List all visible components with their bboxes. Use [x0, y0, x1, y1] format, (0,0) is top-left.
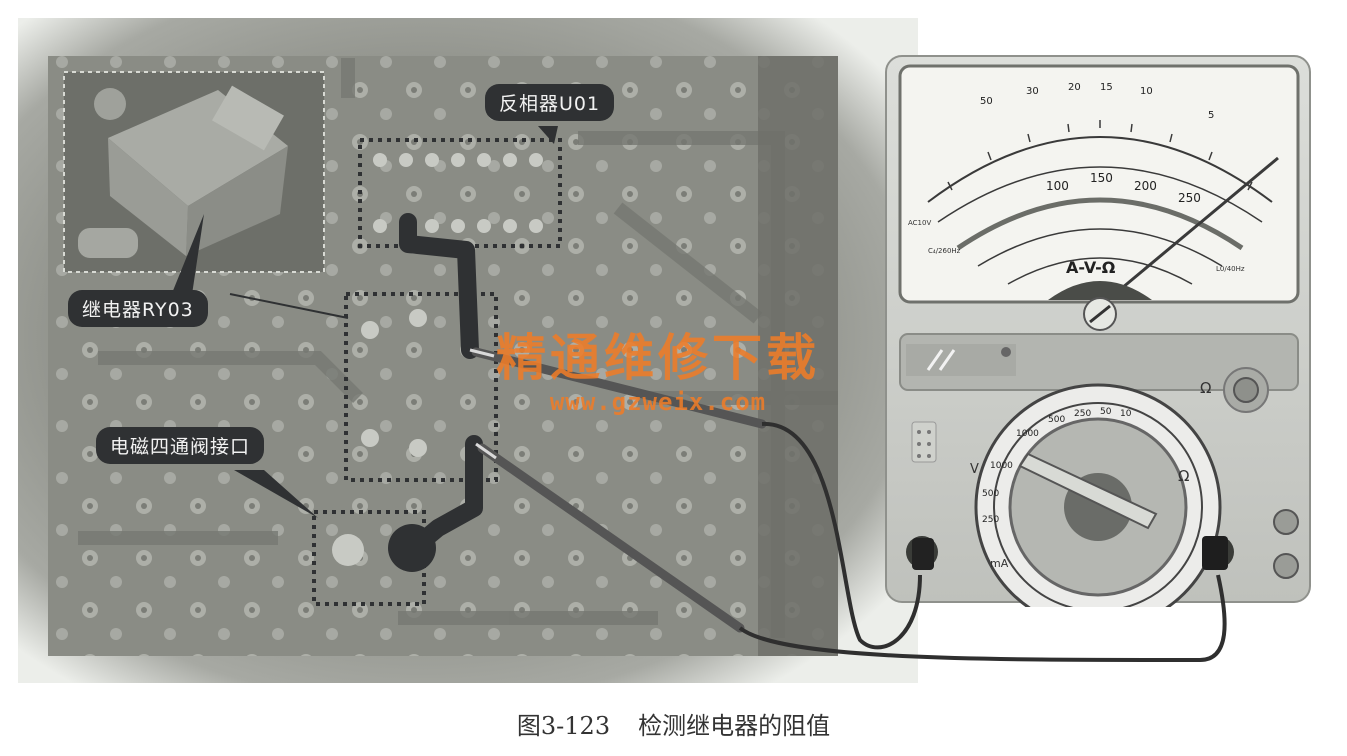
meter-model-label: L0/40Hz: [1216, 265, 1245, 273]
dial-range-numbers: 1000 500 250 50 10 250 500 1000: [982, 407, 1132, 525]
dial-label: 250: [1074, 409, 1091, 419]
ac-range-label: AC10V: [908, 219, 932, 227]
meter-indicator-dot: [1001, 347, 1011, 357]
figure-caption: 图3-123 检测继电器的阻值: [0, 706, 1347, 741]
aux-jack-1[interactable]: [1273, 509, 1299, 535]
lead-lower: [738, 574, 1227, 663]
top-scale-numbers: 50 30 20 15 10 5: [980, 82, 1214, 121]
volt-range-mark: V: [970, 462, 979, 477]
range-selector-pointer: [1018, 452, 1158, 530]
dial-label: 1000: [1016, 429, 1039, 439]
inverter-label: 反相器U01: [485, 84, 615, 121]
tick-label: 150: [1090, 171, 1113, 185]
multimeter: 50 30 20 15 10 5 100 150 200 250 1000 50…: [885, 55, 1311, 607]
lead-upper: [761, 421, 922, 650]
callout-pointer-inverter: [538, 126, 558, 144]
meter-needle: [1109, 156, 1279, 300]
watermark-title: 精通维修下载: [496, 329, 820, 387]
dial-label: 50: [1100, 407, 1112, 417]
tick-label: 100: [1046, 179, 1069, 193]
ohm-adjust-mark: Ω: [1200, 379, 1212, 397]
probe-lower: [477, 443, 745, 633]
figure-number: 图3-123: [516, 712, 611, 740]
range-dial-scale: [993, 402, 1203, 607]
relay-pads: [361, 309, 427, 457]
valve-interface-pad: [332, 534, 364, 566]
aux-jack-2[interactable]: [1273, 553, 1299, 579]
milliamp-range-mark: mA: [990, 557, 1009, 570]
callout-leader-relay: [229, 293, 349, 319]
window-glare: [938, 349, 956, 371]
dial-label: 1000: [990, 461, 1013, 471]
tick-label: 50: [980, 96, 993, 107]
needle-pivot-cover: [1048, 281, 1152, 300]
watermark-url: www.gzweix.com: [549, 388, 767, 416]
tick-label: 15: [1100, 82, 1113, 93]
relay-inset-photo: [63, 71, 325, 273]
mid-scale-numbers: 100 150 200 250: [1046, 171, 1201, 205]
tick-label: 20: [1068, 82, 1081, 93]
probe-lower-tip: [475, 442, 497, 460]
probe-upper-tip: [469, 348, 495, 358]
scale-name-label: A-V-Ω: [1066, 258, 1116, 277]
zero-adjust-slot: [1089, 304, 1111, 324]
tick-label: 200: [1134, 179, 1157, 193]
probe-upper: [471, 347, 767, 429]
highlight-pad-lower: [388, 524, 436, 572]
pcb-photo: [18, 18, 918, 683]
meter-scales: [927, 136, 1273, 285]
figure-title: 检测继电器的阻值: [638, 712, 831, 740]
meter-mid-window: [906, 344, 1016, 376]
callout-pointer-relay: [166, 214, 204, 308]
dial-label: 250: [982, 515, 999, 525]
relay-pads-outline: [344, 292, 498, 482]
meter-ticks: [947, 120, 1253, 191]
dial-label: 10: [1120, 409, 1132, 419]
tick-label: 5: [1208, 110, 1214, 121]
ohm-range-mark: Ω: [1178, 467, 1190, 485]
ohm-adjust-knob-center: [1233, 377, 1259, 403]
relay-label: 继电器RY03: [68, 290, 208, 327]
probe-plug-black: [912, 538, 934, 570]
meter-brand-label: C₄/260Hz: [928, 247, 961, 255]
pcb-edge: [758, 56, 838, 656]
tick-label: 10: [1140, 86, 1153, 97]
tick-label: 30: [1026, 86, 1039, 97]
valve-interface-label: 电磁四通阀接口: [96, 427, 265, 464]
watermark: 精通维修下载 www.gzweix.com: [496, 328, 820, 416]
window-glare: [926, 349, 944, 371]
probe-plug-red: [1202, 536, 1228, 570]
highlight-trace-upper: [399, 213, 479, 359]
vent-dots: [917, 430, 931, 458]
callout-pointer-valve: [234, 470, 318, 518]
dial-label: 500: [1048, 415, 1065, 425]
dial-label: 500: [982, 489, 999, 499]
tick-label: 250: [1178, 191, 1201, 205]
inverter-chip-pins: [373, 153, 543, 233]
